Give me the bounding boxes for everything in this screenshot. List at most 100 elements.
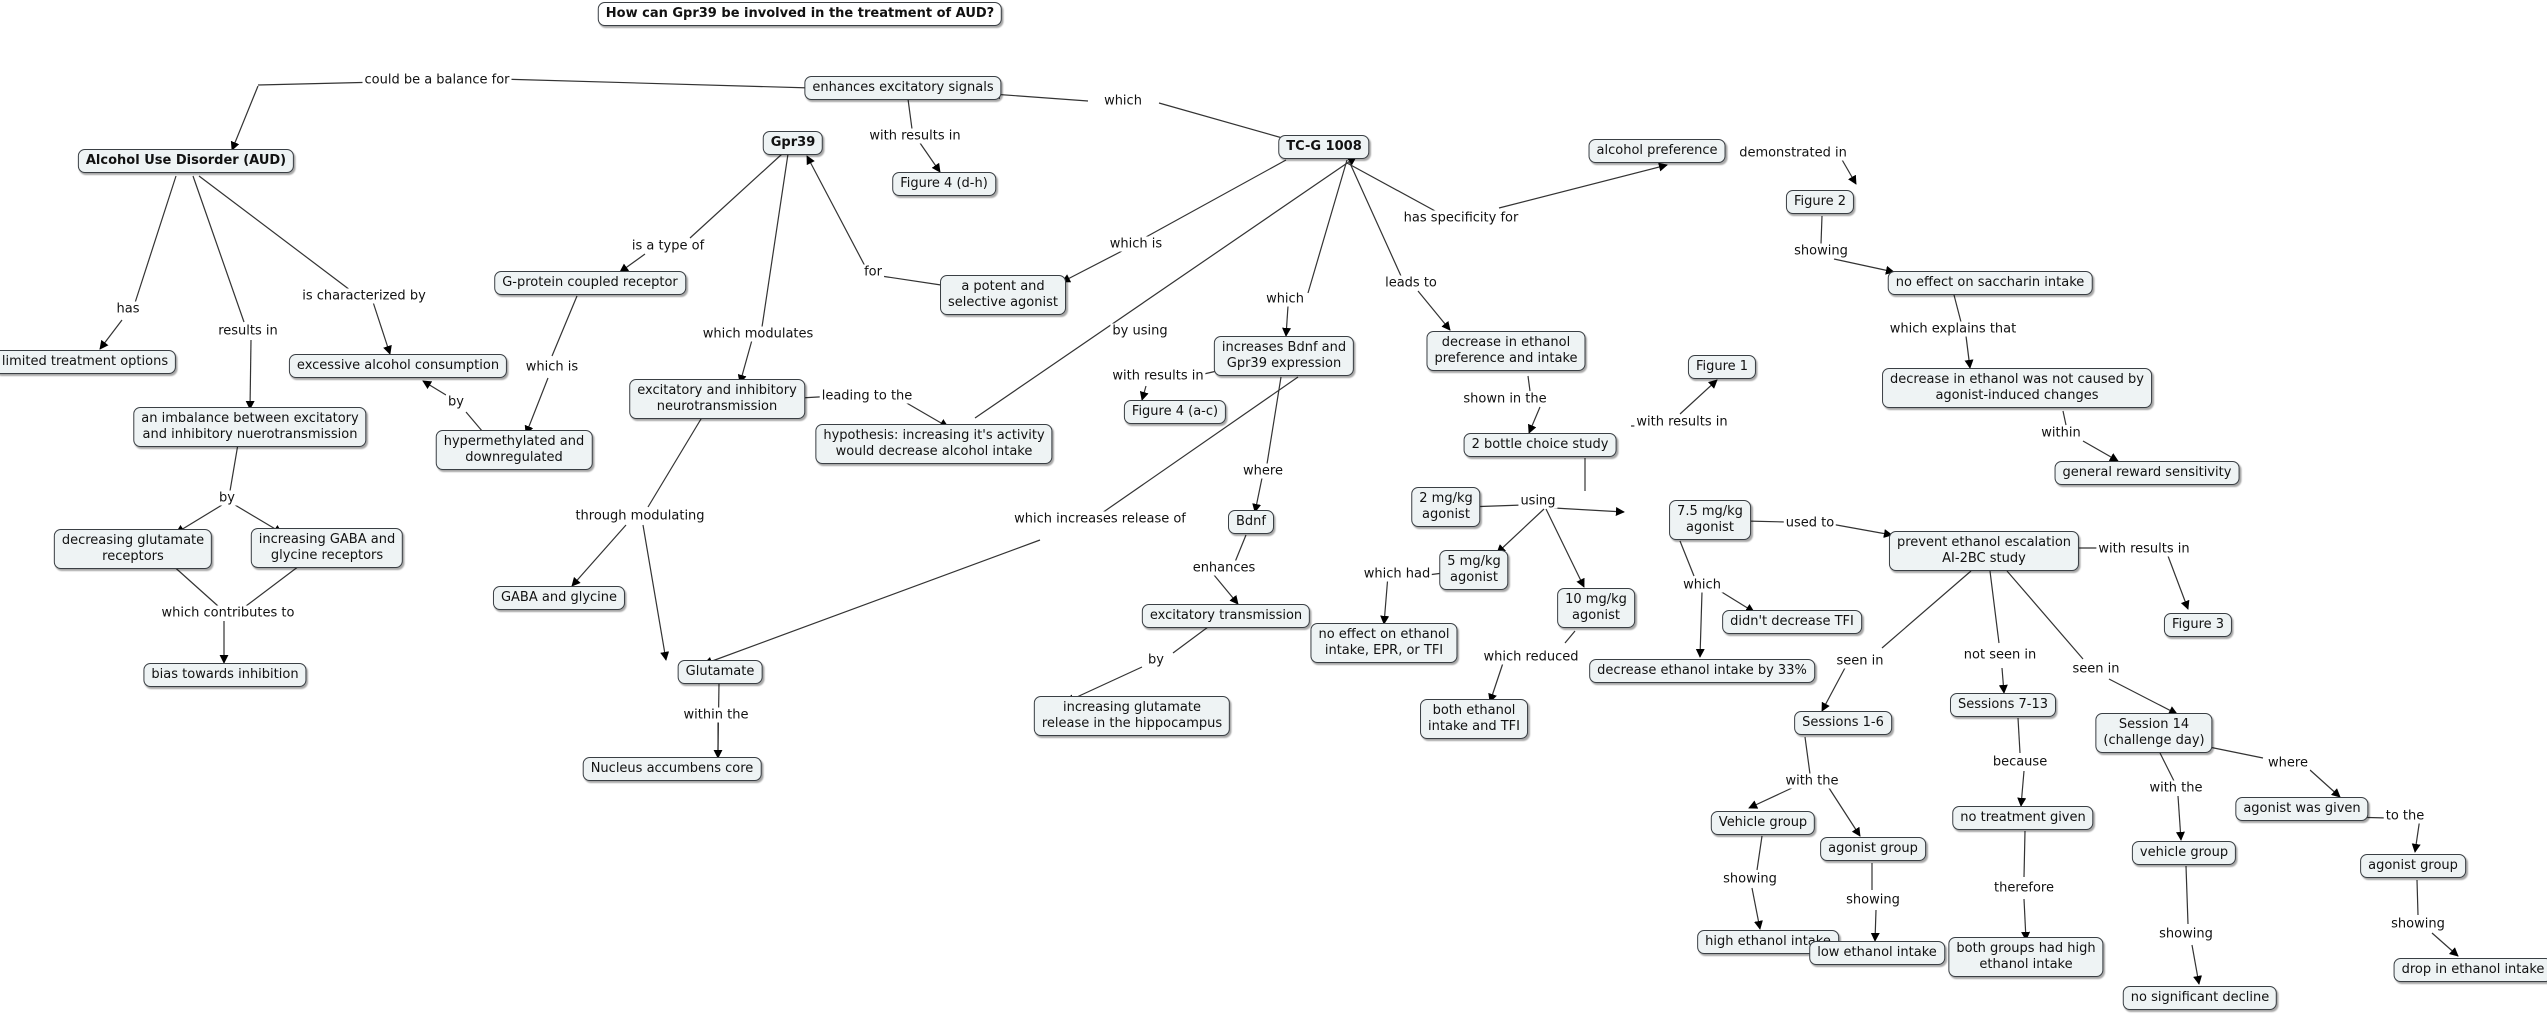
node-figure-1[interactable]: Figure 1 — [1687, 355, 1757, 379]
node-alcohol-preference[interactable]: alcohol preference — [1588, 139, 1726, 163]
node-5mg-agonist[interactable]: 5 mg/kg agonist — [1439, 550, 1509, 590]
connector-line — [2309, 769, 2341, 798]
connector-line — [1989, 570, 2000, 644]
connector-line — [2191, 944, 2202, 985]
connector-line — [1830, 523, 1893, 538]
connector-line — [2021, 898, 2031, 941]
link-by-hyper: by — [446, 394, 466, 410]
link-showing-fig2: showing — [1792, 243, 1850, 259]
connector-line — [2062, 410, 2067, 426]
node-decrease-not-caused[interactable]: decrease in ethanol was not caused by ag… — [1882, 368, 2152, 408]
connector-line — [1744, 520, 1787, 523]
node-aud[interactable]: Alcohol Use Disorder (AUD) — [77, 149, 295, 173]
node-gpr39[interactable]: Gpr39 — [762, 131, 824, 155]
node-low-ethanol-intake[interactable]: low ethanol intake — [1809, 941, 1945, 965]
node-gpcr[interactable]: G-protein coupled receptor — [494, 271, 686, 295]
node-sessions-1-6[interactable]: Sessions 1-6 — [1794, 711, 1892, 735]
connector-line — [1804, 736, 1811, 775]
node-excitatory-transmission[interactable]: excitatory transmission — [1141, 604, 1311, 628]
node-potent-agonist[interactable]: a potent and selective agonist — [940, 275, 1066, 315]
node-both-groups-high[interactable]: both groups had high ethanol intake — [1948, 937, 2104, 977]
node-excessive-consumption[interactable]: excessive alcohol consumption — [288, 354, 508, 378]
connector-line — [1964, 335, 1974, 369]
node-glutamate[interactable]: Glutamate — [677, 660, 763, 684]
connector-line — [422, 380, 447, 396]
node-no-effect-ethanol[interactable]: no effect on ethanol intake, EPR, or TFI — [1310, 623, 1458, 663]
node-decrease-by-33[interactable]: decrease ethanol intake by 33% — [1589, 659, 1815, 683]
node-figure-4ac[interactable]: Figure 4 (a-c) — [1123, 400, 1227, 424]
node-nucleus-accumbens[interactable]: Nucleus accumbens core — [582, 757, 762, 781]
node-general-reward[interactable]: general reward sensitivity — [2054, 461, 2240, 485]
connector-line — [1348, 160, 1402, 277]
node-both-ethanol-tfi[interactable]: both ethanol intake and TFI — [1420, 699, 1528, 739]
connector-line — [1953, 294, 1962, 323]
node-drop-ethanol-intake[interactable]: drop in ethanol intake — [2393, 958, 2547, 982]
node-figure-3[interactable]: Figure 3 — [2163, 613, 2233, 637]
link-which-tcg: which — [1102, 93, 1144, 109]
link-which-explains-that: which explains that — [1887, 321, 2019, 337]
connector-line — [1307, 159, 1348, 294]
node-imbalance[interactable]: an imbalance between excitatory and inhi… — [133, 407, 367, 447]
node-didnt-decrease-tfi[interactable]: didn't decrease TFI — [1722, 610, 1862, 634]
connector-line — [1545, 508, 1585, 588]
node-increasing-gaba[interactable]: increasing GABA and glycine receptors — [250, 528, 404, 568]
connector-line — [1679, 540, 1695, 577]
link-for: for — [862, 264, 884, 280]
node-agonist-group-14[interactable]: agonist group — [2360, 854, 2466, 878]
node-agonist-was-given[interactable]: agonist was given — [2235, 797, 2369, 821]
connector-line — [737, 339, 753, 384]
link-using: using — [1518, 493, 1558, 509]
node-prevent-escalation[interactable]: prevent ethanol escalation AI-2BC study — [1888, 531, 2080, 571]
link-which-is-tcg: which is — [1107, 236, 1165, 252]
node-7-5mg-agonist[interactable]: 7.5 mg/kg agonist — [1669, 500, 1751, 540]
connector-line — [689, 153, 783, 239]
node-10mg-agonist[interactable]: 10 mg/kg agonist — [1557, 588, 1635, 628]
node-bdnf[interactable]: Bdnf — [1228, 510, 1274, 534]
node-bias-inhibition[interactable]: bias towards inhibition — [143, 663, 307, 687]
node-vehicle-group[interactable]: Vehicle group — [1710, 811, 1816, 835]
node-no-saccharin-effect[interactable]: no effect on saccharin intake — [1887, 271, 2093, 295]
node-enhances-excitatory[interactable]: enhances excitatory signals — [804, 76, 1002, 100]
connector-line — [2208, 746, 2264, 759]
link-therefore: therefore — [1992, 880, 2056, 896]
connector-line — [2185, 865, 2189, 925]
node-session-14[interactable]: Session 14 (challenge day) — [2095, 713, 2213, 753]
node-sessions-7-13[interactable]: Sessions 7-13 — [1949, 693, 2057, 717]
connector-line — [2175, 795, 2185, 841]
node-decrease-ethanol-preference[interactable]: decrease in ethanol preference and intak… — [1426, 331, 1586, 371]
connector-line — [1828, 787, 1861, 837]
node-limited-treatment[interactable]: limited treatment options — [0, 350, 177, 374]
link-with-results-in-prevent: with results in — [2096, 541, 2192, 557]
connector-line — [991, 90, 1089, 102]
connector-line — [907, 98, 913, 130]
node-agonist-group[interactable]: agonist group — [1820, 837, 1926, 861]
link-leads-to: leads to — [1383, 275, 1439, 291]
connector-line — [1840, 157, 1857, 185]
node-tcg-1008[interactable]: TC-G 1008 — [1278, 135, 1370, 159]
node-gaba-glycine[interactable]: GABA and glycine — [492, 586, 626, 610]
node-2mg-agonist[interactable]: 2 mg/kg agonist — [1411, 487, 1481, 527]
node-bdnf-gpr39-expression[interactable]: increases Bdnf and Gpr39 expression — [1213, 336, 1355, 376]
node-hypothesis[interactable]: hypothesis: increasing it's activity wou… — [815, 424, 1053, 464]
connector-line — [132, 175, 177, 310]
link-where-s14: where — [2266, 755, 2310, 771]
link-within: within — [2039, 425, 2083, 441]
node-decreasing-glutamate[interactable]: decreasing glutamate receptors — [53, 529, 213, 569]
node-two-bottle-study[interactable]: 2 bottle choice study — [1463, 433, 1617, 457]
link-showing-vehicle: showing — [1721, 871, 1779, 887]
connector-line — [919, 142, 941, 173]
connector-line — [974, 156, 1357, 419]
node-figure-4dh[interactable]: Figure 4 (d-h) — [892, 172, 996, 196]
connector-line — [1282, 305, 1292, 337]
connector-line — [192, 175, 245, 323]
node-no-treatment[interactable]: no treatment given — [1952, 806, 2094, 830]
node-increasing-glutamate-release[interactable]: increasing glutamate release in the hipp… — [1033, 696, 1231, 736]
node-exc-inh-neurotransmission[interactable]: excitatory and inhibitory neurotransmiss… — [629, 379, 805, 419]
node-hypermethylated[interactable]: hypermethylated and downregulated — [435, 430, 593, 470]
node-no-significant-decline[interactable]: no significant decline — [2122, 986, 2278, 1010]
link-because: because — [1990, 754, 2050, 770]
node-figure-2[interactable]: Figure 2 — [1785, 190, 1855, 214]
connector-line — [1498, 162, 1668, 209]
node-vehicle-group-14[interactable]: vehicle group — [2131, 841, 2237, 865]
link-which-contributes-to: which contributes to — [159, 605, 297, 621]
